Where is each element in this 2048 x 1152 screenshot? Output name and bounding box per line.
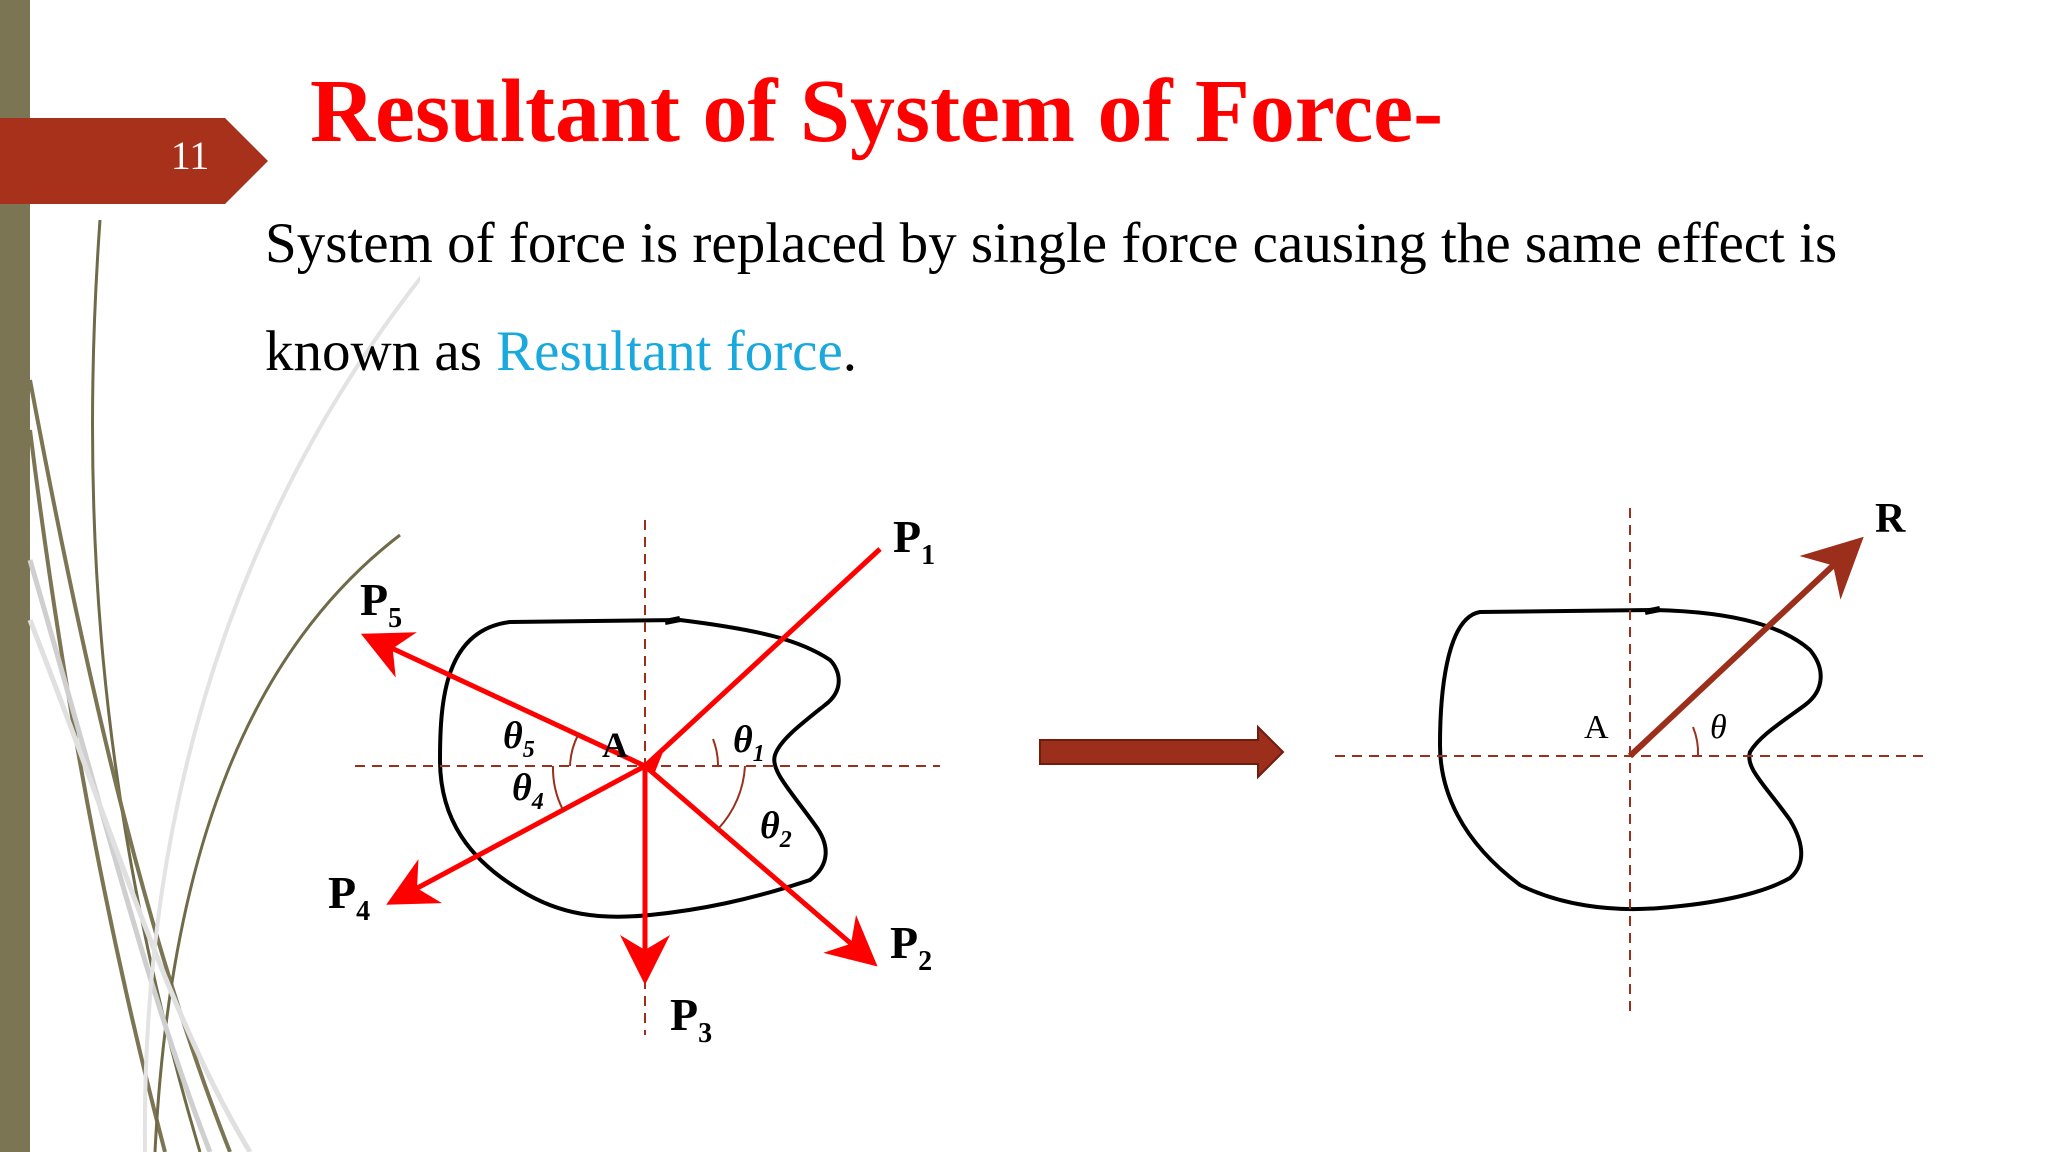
angle-label-theta4: θ4 xyxy=(512,767,544,815)
angle-label-theta1: θ1 xyxy=(733,719,765,767)
decorative-curves xyxy=(27,219,420,1152)
angle-arc-theta xyxy=(1692,726,1700,757)
force-label-p5: P5 xyxy=(360,574,402,634)
angle-arc-theta4 xyxy=(551,765,564,811)
resultant-label-r: R xyxy=(1875,496,1906,542)
angle-label-theta2: θ2 xyxy=(760,805,792,853)
slide-number-tab xyxy=(0,118,268,204)
slide-body-text: System of force is replaced by single fo… xyxy=(265,190,1985,406)
resultant-force-term: Resultant force xyxy=(496,320,843,383)
force-arrow-p5 xyxy=(360,632,647,769)
body-line-2-prefix: known as xyxy=(265,320,497,383)
slide-number: 11 xyxy=(170,133,210,178)
slide-title: Resultant of System of Force- xyxy=(310,62,1444,161)
resultant-arrow-r xyxy=(1627,536,1864,759)
body-line-2: known as Resultant force. xyxy=(265,298,1985,406)
angle-label-theta: θ xyxy=(1710,709,1727,746)
force-label-p2: P2 xyxy=(890,917,932,977)
angle-arc-theta1 xyxy=(712,738,720,767)
point-a-label: A xyxy=(602,725,628,765)
rigid-body-outline-right xyxy=(1437,607,1823,912)
force-label-p1: P1 xyxy=(893,511,935,571)
force-arrow-p1 xyxy=(643,547,882,768)
angle-arc-theta5 xyxy=(569,734,579,767)
force-label-p4: P4 xyxy=(328,867,370,927)
force-arrow-p4 xyxy=(386,763,647,905)
point-a-label-right: A xyxy=(1584,709,1609,746)
rigid-body-outline xyxy=(437,617,841,919)
force-arrow-p2 xyxy=(643,764,878,967)
body-line-2-suffix: . xyxy=(842,320,858,383)
force-label-p3: P3 xyxy=(670,989,712,1049)
angle-label-theta5: θ5 xyxy=(503,715,535,763)
body-line-1: System of force is replaced by single fo… xyxy=(265,212,1838,275)
angle-arc-theta2 xyxy=(717,765,746,830)
